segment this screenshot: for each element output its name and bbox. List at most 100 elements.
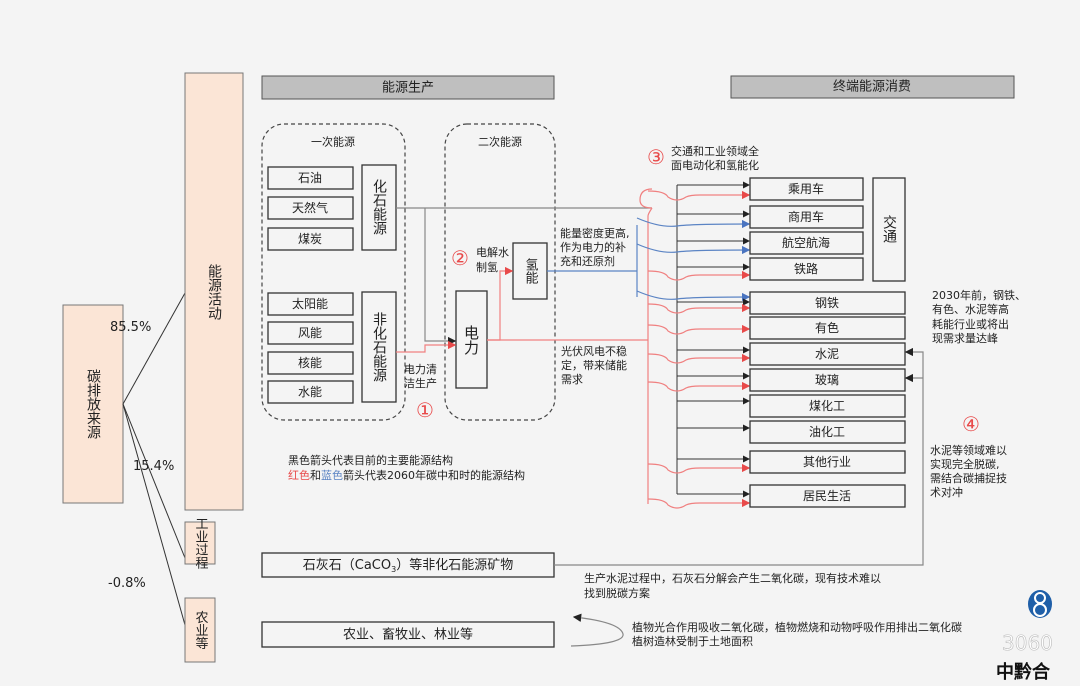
cycle-arrow <box>570 613 624 647</box>
connector-industry <box>122 403 186 559</box>
watermark-brand: 中黔合 <box>996 661 1051 683</box>
header-production-label: 能源生产 <box>382 81 434 96</box>
marker-3: ③ <box>647 145 665 169</box>
svg-text:术对冲: 术对冲 <box>930 485 963 499</box>
svg-text:耗能行业或将出: 耗能行业或将出 <box>932 317 1009 331</box>
note-plants: 植物光合作用吸收二氧化碳，植物燃烧和动物呼吸作用排出二氧化碳 植树造林受制于土地… <box>632 620 962 648</box>
svg-text:植物光合作用吸收二氧化碳，植物燃烧和动物呼吸作用排出二氧化碳: 植物光合作用吸收二氧化碳，植物燃烧和动物呼吸作用排出二氧化碳 <box>632 620 962 634</box>
svg-text:作为电力的补: 作为电力的补 <box>560 240 626 254</box>
flow-arrow <box>647 270 751 281</box>
category-energy: 能源活动 <box>184 72 244 511</box>
header-production <box>261 75 555 100</box>
industry-box-label: 居民生活 <box>803 489 851 503</box>
header-consumption <box>730 75 1015 99</box>
category-industry-label: 工业过程 <box>193 517 209 570</box>
red-trunk <box>639 188 653 504</box>
fossil-label: 化石能源 <box>371 179 387 235</box>
marker-4: ④ <box>962 412 980 436</box>
note-pv: 光伏风电不稳 定，带来储能 需求 <box>561 344 627 386</box>
industry-box-label: 水泥 <box>815 347 839 361</box>
industry-box-label: 煤化工 <box>809 399 845 413</box>
flow-arrow <box>636 290 751 302</box>
svg-text:生产水泥过程中，石灰石分解会产生二氧化碳，现有技术难以: 生产水泥过程中，石灰石分解会产生二氧化碳，现有技术难以 <box>584 571 881 585</box>
flow-arrow <box>647 463 751 474</box>
svg-text:水泥等领域难以: 水泥等领域难以 <box>930 443 1007 457</box>
transport-box-label: 铁路 <box>794 261 818 276</box>
agriculture-label: 农业、畜牧业、林业等 <box>343 627 473 643</box>
flow-arrow <box>647 353 751 364</box>
header-consumption-label: 终端能源消费 <box>833 79 911 95</box>
svg-text:2030年前，钢铁、: 2030年前，钢铁、 <box>932 288 1026 302</box>
nonfossil-items: 太阳能 风能 核能 水能 <box>267 292 354 404</box>
secondary-energy-group <box>444 123 556 421</box>
note-hydrogen: 能量密度更高, 作为电力的补 充和还原剂 <box>560 226 630 268</box>
share-agri: -0.8% <box>108 576 146 591</box>
flow-arrow <box>636 243 751 255</box>
flow-arrow <box>647 381 751 392</box>
svg-text:能量密度更高,: 能量密度更高, <box>560 226 630 240</box>
transport-label: 交通 <box>881 214 897 244</box>
svg-text:面电动化和氢能化: 面电动化和氢能化 <box>671 158 759 172</box>
svg-text:现需求量达峰: 现需求量达峰 <box>932 332 998 345</box>
category-agri: 农业等 <box>184 597 216 663</box>
flow-arrow <box>647 498 751 509</box>
marker-2: ② <box>451 246 469 270</box>
nonfossil-label: 非化石能源 <box>371 312 387 382</box>
nonfossil-to-power-arrow <box>396 340 457 353</box>
item-oil: 石油 <box>298 171 322 185</box>
legend: 黑色箭头代表目前的主要能源结构 红色和蓝色箭头代表2060年碳中和时的能源结构 <box>288 453 525 482</box>
svg-text:需求: 需求 <box>561 373 583 386</box>
connector-agri <box>122 403 186 626</box>
flow-arrow <box>636 217 751 229</box>
industry-box-label: 钢铁 <box>815 296 839 310</box>
limestone-box <box>261 552 555 578</box>
item-solar: 太阳能 <box>292 296 328 311</box>
red-trunk-hop <box>647 207 653 217</box>
note-peak: 2030年前，钢铁、 有色、水泥等高 耗能行业或将出 现需求量达峰 <box>932 288 1026 345</box>
industry-box <box>749 450 906 474</box>
emission-source-label: 碳排放来源 <box>85 369 101 439</box>
item-coal: 煤炭 <box>298 232 322 246</box>
note-electrolysis: 电解水 制氢 <box>476 245 509 274</box>
primary-energy-group <box>261 123 406 421</box>
item-wind: 风能 <box>298 326 322 340</box>
industry-box <box>749 316 906 340</box>
watermark-text: 3060 <box>1002 631 1053 655</box>
flow-arrow <box>647 324 751 335</box>
svg-text:光伏风电不稳: 光伏风电不稳 <box>561 344 627 358</box>
consumption-arrows <box>636 181 751 509</box>
watermark-logo: 3060 中黔合 <box>996 590 1053 683</box>
connector-energy <box>122 292 186 405</box>
legend-colored: 红色和蓝色箭头代表2060年碳中和时的能源结构 <box>288 468 525 482</box>
item-gas: 天然气 <box>292 200 328 215</box>
flow-arrow <box>647 190 751 201</box>
secondary-energy-title: 二次能源 <box>478 135 522 149</box>
industry-box-label: 玻璃 <box>815 373 839 387</box>
agriculture-box <box>261 621 555 648</box>
svg-text:电力清: 电力清 <box>404 363 437 376</box>
industry-box-label: 其他行业 <box>803 455 851 469</box>
svg-text:植树造林受制于土地面积: 植树造林受制于土地面积 <box>632 634 753 648</box>
industry-box <box>749 291 906 315</box>
industry-box-label: 有色 <box>815 321 839 335</box>
transport-box <box>749 205 864 229</box>
hydrogen-label: 氢能 <box>523 258 539 284</box>
svg-text:需结合碳捕捉技: 需结合碳捕捉技 <box>930 471 1007 485</box>
transport-box <box>749 257 864 281</box>
transport-box-label: 航空航海 <box>782 235 830 250</box>
note-clean-power: 电力清 洁生产 <box>404 363 437 390</box>
svg-text:电解水: 电解水 <box>476 245 509 259</box>
transport-group-box <box>872 177 906 282</box>
svg-text:制氢: 制氢 <box>476 260 498 274</box>
nonfossil-box <box>361 291 397 403</box>
svg-text:找到脱碳方案: 找到脱碳方案 <box>584 586 650 600</box>
fossil-items: 石油 天然气 煤炭 <box>267 166 354 251</box>
svg-text:充和还原剂: 充和还原剂 <box>560 254 615 268</box>
limestone-to-cement-arrow <box>554 347 924 566</box>
transport-box-label: 乘用车 <box>788 181 824 196</box>
industry-box <box>749 420 906 444</box>
svg-text:实现完全脱碳,: 实现完全脱碳, <box>930 457 1000 471</box>
